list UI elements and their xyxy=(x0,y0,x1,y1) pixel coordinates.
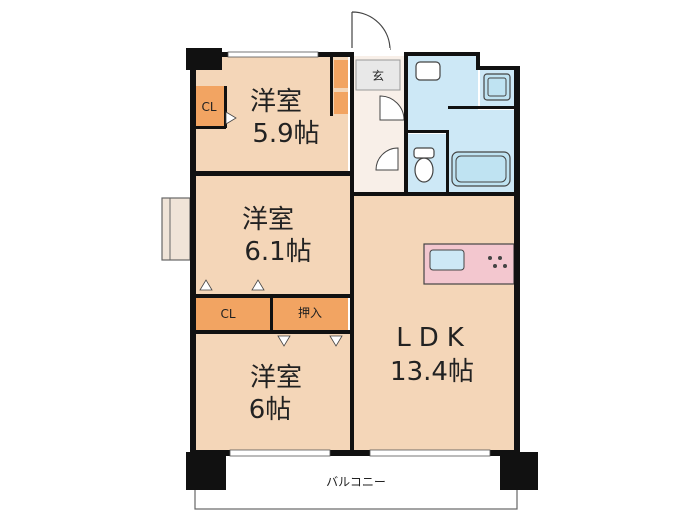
closet-top xyxy=(194,86,224,126)
closet-label-top: CL xyxy=(201,100,216,114)
window-balcony-left xyxy=(229,449,331,457)
window-balcony-right xyxy=(369,449,491,457)
room-size-bedroom-middle: 6.1帖 xyxy=(244,237,311,267)
hall-door-icon xyxy=(375,147,399,171)
sink-icon xyxy=(429,249,465,271)
washbasin-icon xyxy=(415,61,441,81)
washing-machine-icon xyxy=(483,73,511,101)
walls xyxy=(190,52,520,456)
hall-storage-1 xyxy=(334,60,348,88)
room-ldk xyxy=(354,196,516,450)
room-name-bedroom-middle: 洋室 xyxy=(242,205,294,235)
bay-window xyxy=(161,197,191,261)
oshiire-label: 押入 xyxy=(298,306,322,320)
room-bedroom-bottom xyxy=(194,334,350,450)
room-name-bedroom-bottom: 洋室 xyxy=(250,363,302,393)
stove-icon xyxy=(488,256,492,260)
entrance-area xyxy=(355,59,401,91)
toilet-icon xyxy=(414,157,434,183)
oshiire xyxy=(272,298,348,330)
room-size-bedroom-bottom: 6帖 xyxy=(249,395,292,425)
room-size-ldk: 13.4帖 xyxy=(390,357,474,387)
closet-label-middle: CL xyxy=(220,307,235,321)
column-top-left xyxy=(186,48,222,70)
room-size-bedroom-top: 5.9帖 xyxy=(252,119,319,149)
balcony-label: バルコニー xyxy=(326,475,386,489)
bathtub-icon xyxy=(451,151,511,187)
room-name-bedroom-top: 洋室 xyxy=(250,87,302,117)
room-bedroom-middle xyxy=(194,176,350,294)
hall-storage-2 xyxy=(334,92,348,114)
entrance-label: 玄 xyxy=(372,68,384,83)
balcony-area xyxy=(194,454,518,510)
entrance-door-icon xyxy=(351,11,391,51)
closet-middle xyxy=(194,298,270,330)
sliding-door-marker xyxy=(199,279,213,291)
column-bottom-right xyxy=(500,452,538,490)
room-name-ldk: LDK xyxy=(396,323,472,353)
column-bottom-left xyxy=(186,452,226,490)
window-top xyxy=(227,51,319,58)
